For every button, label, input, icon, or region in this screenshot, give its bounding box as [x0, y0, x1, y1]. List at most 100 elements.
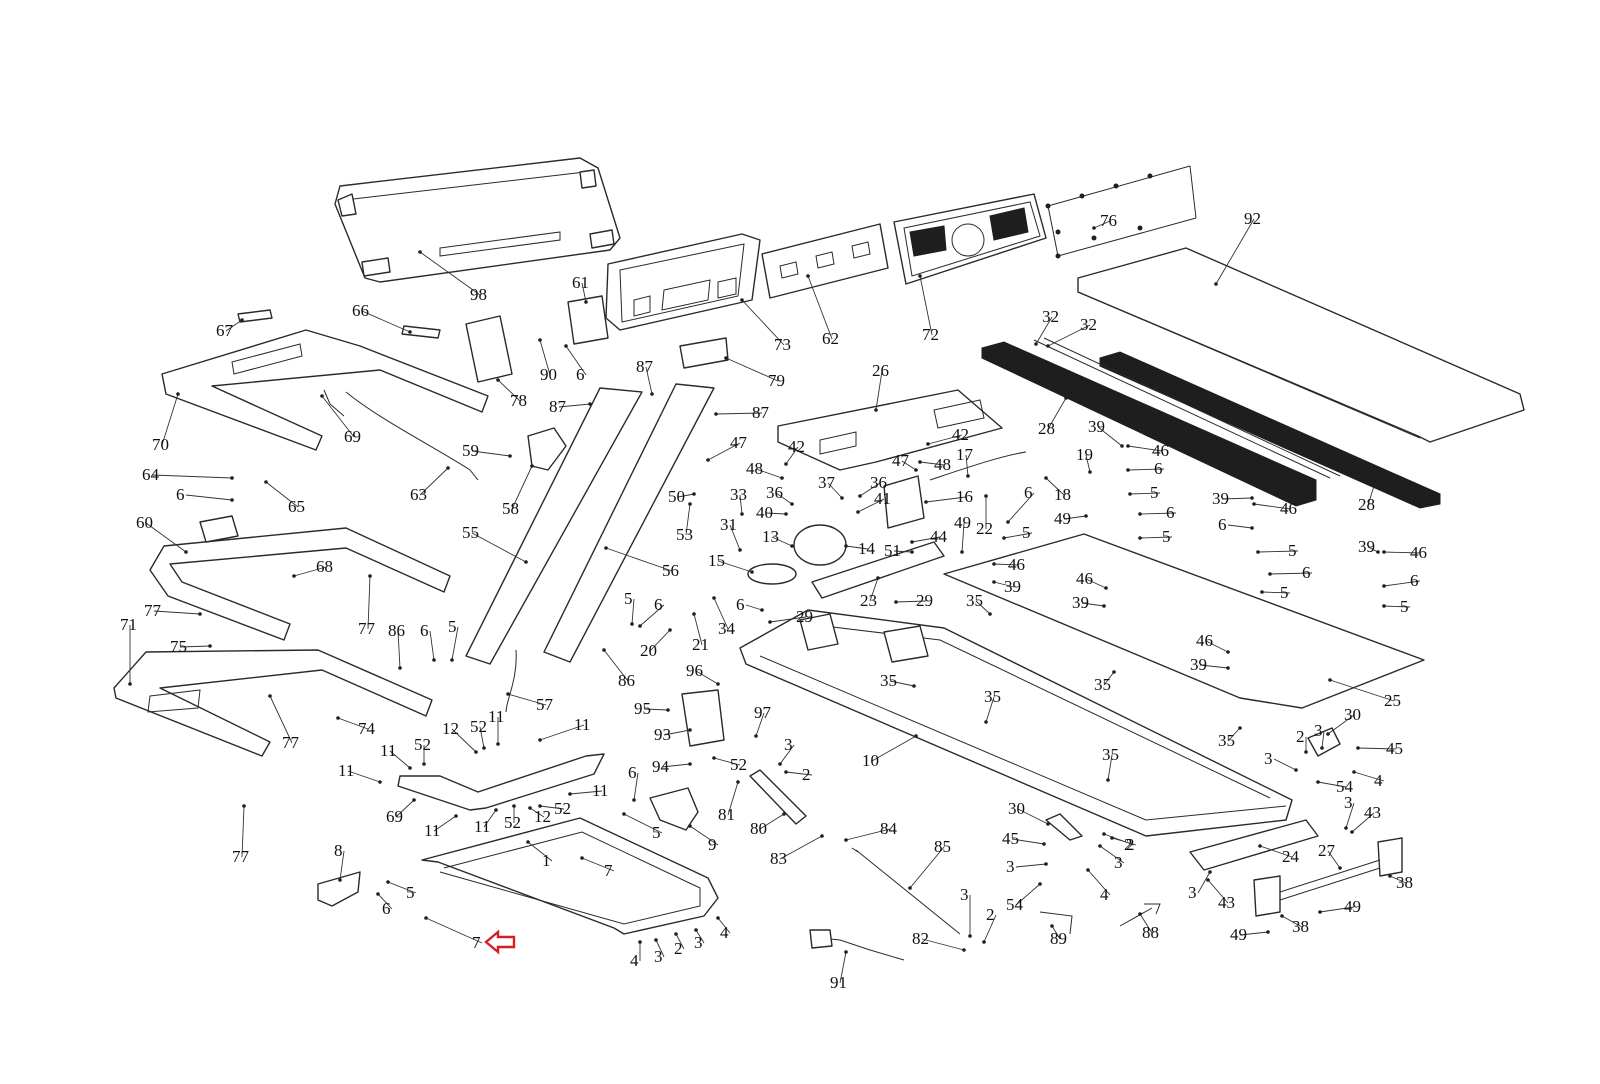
- power-cord-shape: [819, 937, 905, 961]
- leader-end-dot: [538, 338, 542, 342]
- leader-end-dot: [1252, 502, 1256, 506]
- leader-line: [1017, 808, 1049, 825]
- part-number-label: 87: [636, 357, 654, 376]
- part-number-label: 35: [1218, 731, 1235, 750]
- leader-end-dot: [408, 330, 412, 334]
- leader-line: [479, 726, 485, 749]
- leader-end-dot: [910, 550, 914, 554]
- leader-end-dot: [1138, 912, 1142, 916]
- callout-part-49: 49: [1318, 897, 1361, 916]
- part-number-label: 6: [420, 621, 429, 640]
- console-tray-shape: [334, 157, 621, 283]
- leader-end-dot: [208, 644, 212, 648]
- leader-line: [645, 366, 653, 395]
- part-number-label: 47: [892, 451, 910, 470]
- leader-end-dot: [538, 804, 542, 808]
- part-number-label: 46: [1410, 543, 1427, 562]
- callout-part-4: 4: [716, 916, 731, 942]
- leader-end-dot: [1044, 862, 1048, 866]
- leader-end-dot: [738, 548, 742, 552]
- callout-part-86: 86: [602, 648, 635, 690]
- callout-part-11: 11: [488, 707, 504, 746]
- callout-part-2: 2: [674, 932, 685, 958]
- leader-end-dot: [740, 298, 744, 302]
- leader-end-dot: [506, 692, 510, 696]
- leader-line: [1081, 602, 1105, 607]
- part-number-label: 4: [1100, 885, 1109, 904]
- callout-part-37: 37: [818, 473, 844, 500]
- callout-part-41: 41: [856, 489, 891, 514]
- callout-part-52: 52: [712, 755, 747, 774]
- callout-part-6: 6: [628, 763, 639, 802]
- leader-end-dot: [198, 612, 202, 616]
- leader-line: [889, 680, 915, 687]
- leader-end-dot: [1206, 878, 1210, 882]
- leader-end-dot: [446, 466, 450, 470]
- part-number-label: 3: [1344, 793, 1353, 812]
- leader-end-dot: [1294, 768, 1298, 772]
- leader-line: [871, 735, 917, 762]
- part-number-label: 12: [534, 807, 551, 826]
- part-number-label: 6: [1302, 563, 1311, 582]
- leader-end-dot: [1382, 604, 1386, 608]
- leader-end-dot: [688, 502, 692, 506]
- callout-part-60: 60: [136, 513, 188, 554]
- crossbar-frame-shape: [149, 527, 451, 641]
- leader-end-dot: [654, 938, 658, 942]
- part-number-label: 27: [1318, 841, 1336, 860]
- leader-end-dot: [1320, 746, 1324, 750]
- front-roller-shape: [811, 541, 945, 599]
- part-number-label: 41: [874, 489, 891, 508]
- leader-line: [429, 630, 435, 661]
- leader-line: [1227, 727, 1241, 742]
- part-number-label: 79: [768, 371, 785, 390]
- leader-end-dot: [874, 408, 878, 412]
- part-number-label: 43: [1218, 893, 1235, 912]
- leader-end-dot: [714, 412, 718, 416]
- part-number-label: 3: [654, 947, 663, 966]
- callout-part-3: 3: [1344, 793, 1355, 830]
- leader-line: [425, 917, 483, 944]
- leader-line: [911, 536, 941, 543]
- part-number-label: 59: [462, 441, 479, 460]
- callout-part-97: 97: [754, 703, 772, 738]
- callout-part-88: 88: [1138, 912, 1159, 942]
- leader-line: [909, 846, 945, 889]
- part-number-label: 66: [352, 301, 369, 320]
- leader-line: [1345, 802, 1355, 829]
- part-number-label: 37: [818, 473, 836, 492]
- part-number-label: 5: [1150, 483, 1159, 502]
- leader-end-dot: [376, 892, 380, 896]
- leader-line: [1207, 879, 1229, 904]
- leader-line: [925, 496, 967, 503]
- leader-line: [901, 460, 917, 471]
- callout-part-98: 98: [418, 250, 487, 304]
- leader-line: [1127, 445, 1163, 452]
- part-number-label: 32: [1080, 315, 1097, 334]
- control-box-shape: [567, 295, 609, 345]
- part-number-label: 26: [872, 361, 889, 380]
- leader-line: [185, 494, 233, 501]
- part-number-label: 94: [652, 757, 670, 776]
- part-number-label: 31: [720, 515, 737, 534]
- callout-part-36: 36: [766, 483, 794, 506]
- part-number-label: 87: [752, 403, 770, 422]
- part-number-label: 4: [1374, 771, 1383, 790]
- callout-part-74: 74: [336, 716, 376, 738]
- leader-end-dot: [184, 550, 188, 554]
- callout-part-39: 39: [992, 577, 1021, 596]
- leader-line: [859, 482, 881, 497]
- part-number-label: 29: [916, 591, 933, 610]
- callout-part-51: 51: [884, 541, 914, 560]
- callout-part-29: 29: [768, 607, 813, 626]
- part-number-label: 2: [1124, 835, 1133, 854]
- part-number-label: 45: [1002, 829, 1019, 848]
- leader-end-dot: [242, 804, 246, 808]
- callout-part-12: 12: [528, 806, 551, 826]
- leader-end-dot: [496, 378, 500, 382]
- leader-end-dot: [688, 762, 692, 766]
- callout-part-5: 5: [1382, 597, 1411, 616]
- leader-end-dot: [1226, 666, 1230, 670]
- callout-part-45: 45: [1002, 829, 1046, 848]
- part-number-label: 73: [774, 335, 791, 354]
